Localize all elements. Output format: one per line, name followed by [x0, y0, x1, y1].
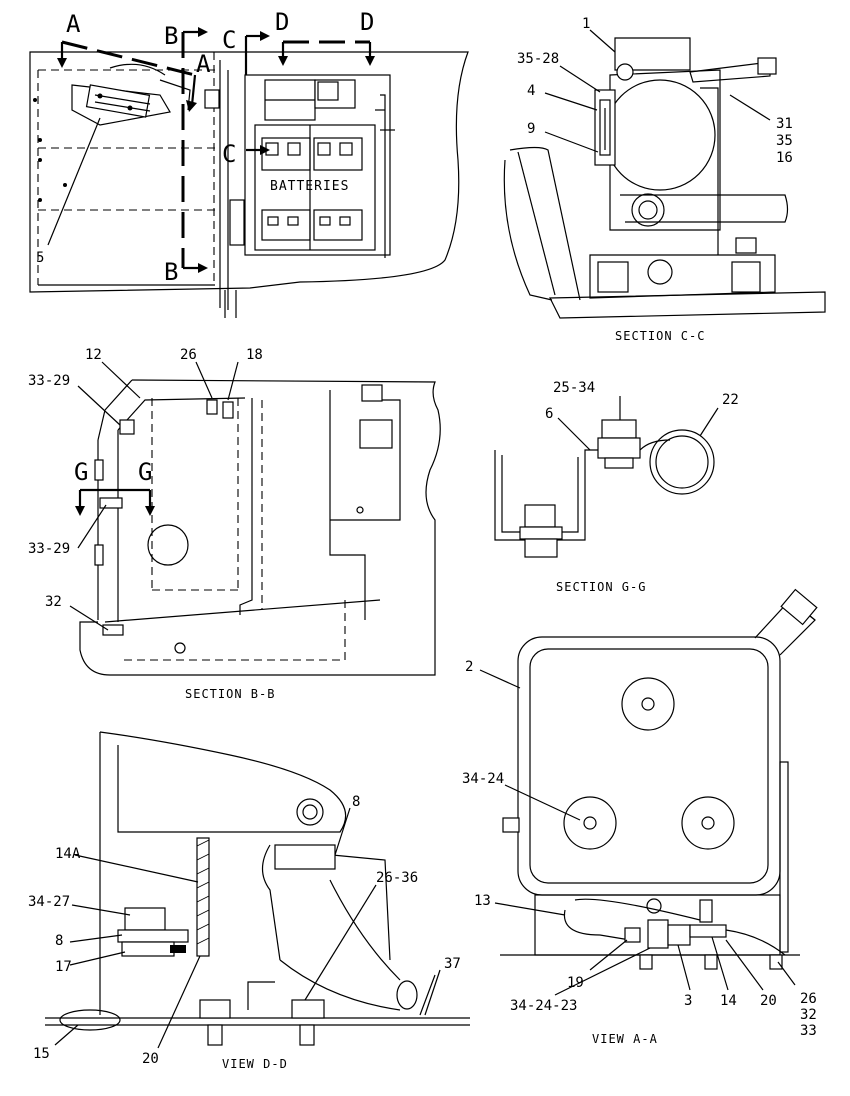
view-aa: VIEW A-A 2 34-24 13 19 3 14 20 26 32 33 …	[462, 588, 818, 1046]
section-marker-d-right: D	[360, 8, 374, 36]
section-cc: SECTION C-C 1 35-28 4 9 31 35 16	[503, 16, 826, 343]
section-gg-caption: SECTION G-G	[556, 580, 646, 594]
section-marker-g-right: G	[138, 458, 152, 486]
section-marker-c-bottom: C	[222, 140, 236, 168]
callout-34-27: 34-27	[28, 894, 70, 910]
callout-33-29-top: 33-29	[28, 373, 70, 389]
callout-3: 3	[684, 993, 692, 1009]
callout-25-34: 25-34	[553, 380, 595, 396]
callout-1: 1	[582, 16, 590, 32]
batteries-label: BATTERIES	[270, 179, 349, 194]
callout-14: 14	[720, 993, 737, 1009]
callout-32-aa: 32	[800, 1007, 817, 1023]
section-marker-c-top: C	[222, 26, 236, 54]
section-marker-b-bottom: B	[164, 258, 178, 286]
callout-20-dd: 20	[142, 1051, 159, 1067]
section-marker-a-left: A	[66, 10, 81, 38]
main-view: BATTERIES A A B B C C D D 5	[29, 8, 469, 318]
callout-8-top: 8	[352, 794, 360, 810]
section-cc-caption: SECTION C-C	[615, 329, 705, 343]
callout-14a: 14A	[55, 846, 81, 862]
callout-26-36: 26-36	[376, 870, 418, 886]
section-marker-g-left: G	[74, 458, 88, 486]
section-marker-b-top: B	[164, 22, 178, 50]
section-bb: G G SECTION B-B 12 26 18 33-29 33-29 32	[28, 347, 441, 701]
component-5	[71, 63, 191, 126]
callout-37: 37	[444, 956, 461, 972]
callout-34-24-23: 34-24-23	[510, 998, 577, 1014]
callout-16: 16	[776, 150, 793, 166]
callout-35-28: 35-28	[517, 51, 559, 67]
callout-8-bottom: 8	[55, 933, 63, 949]
callout-4: 4	[527, 83, 535, 99]
callout-31: 31	[776, 116, 793, 132]
callout-5: 5	[36, 250, 44, 266]
section-bb-caption: SECTION B-B	[185, 687, 275, 701]
callout-26: 26	[180, 347, 197, 363]
view-dd-caption: VIEW D-D	[222, 1057, 288, 1071]
callout-2: 2	[465, 659, 473, 675]
callout-9: 9	[527, 121, 535, 137]
callout-20-aa: 20	[760, 993, 777, 1009]
section-marker-a-right: A	[196, 50, 211, 78]
callout-26-aa: 26	[800, 991, 817, 1007]
section-marker-d-left: D	[275, 8, 289, 36]
callout-6: 6	[545, 406, 553, 422]
callout-13: 13	[474, 893, 491, 909]
callout-33-aa: 33	[800, 1023, 817, 1039]
callout-32: 32	[45, 594, 62, 610]
callout-18: 18	[246, 347, 263, 363]
section-gg: SECTION G-G 25-34 6 22	[494, 380, 739, 594]
callout-12: 12	[85, 347, 102, 363]
view-aa-caption: VIEW A-A	[592, 1032, 658, 1046]
callout-15: 15	[33, 1046, 50, 1062]
view-dd: VIEW D-D 8 14A 26-36 34-27 8 17 37 15 20	[28, 731, 470, 1071]
callout-22: 22	[722, 392, 739, 408]
callout-19: 19	[567, 975, 584, 991]
callout-17: 17	[55, 959, 72, 975]
callout-34-24: 34-24	[462, 771, 504, 787]
callout-35: 35	[776, 133, 793, 149]
callout-33-29-bottom: 33-29	[28, 541, 70, 557]
